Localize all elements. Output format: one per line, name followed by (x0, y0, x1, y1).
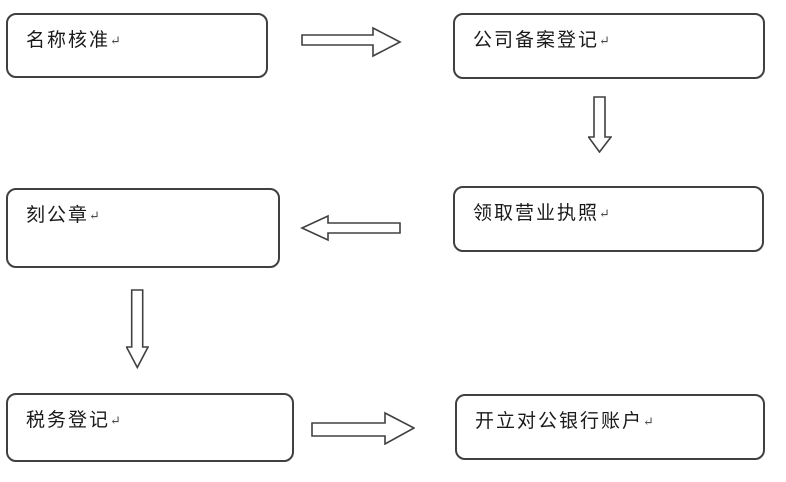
flow-arrow-left-icon (300, 214, 401, 242)
flow-node-tax-registration: 税务登记↵ (6, 393, 294, 462)
flow-node-label: 刻公章 (26, 205, 90, 226)
flow-node-company-filing: 公司备案登记↵ (453, 13, 765, 79)
flow-node-label: 开立对公银行账户 (475, 411, 644, 432)
flow-node-license-collection: 领取营业执照↵ (453, 186, 764, 252)
paragraph-return-mark: ↵ (89, 208, 100, 223)
flow-node-bank-account: 开立对公银行账户↵ (455, 394, 765, 460)
flow-node-name-approval: 名称核准↵ (6, 13, 268, 78)
flow-arrow-down-icon (126, 289, 149, 369)
paragraph-return-mark: ↵ (110, 413, 121, 428)
paragraph-return-mark: ↵ (643, 414, 654, 429)
paragraph-return-mark: ↵ (110, 33, 121, 48)
paragraph-return-mark: ↵ (599, 33, 610, 48)
paragraph-return-mark: ↵ (599, 206, 610, 221)
flow-node-label: 领取营业执照 (473, 203, 600, 224)
flow-node-seal-carving: 刻公章↵ (6, 188, 280, 268)
flow-arrow-right-icon (311, 411, 415, 445)
flow-node-label: 税务登记 (26, 410, 111, 431)
flow-arrow-right-icon (301, 26, 402, 58)
flow-node-label: 公司备案登记 (473, 30, 600, 51)
flow-node-label: 名称核准 (26, 30, 111, 51)
flow-arrow-down-icon (588, 96, 612, 153)
